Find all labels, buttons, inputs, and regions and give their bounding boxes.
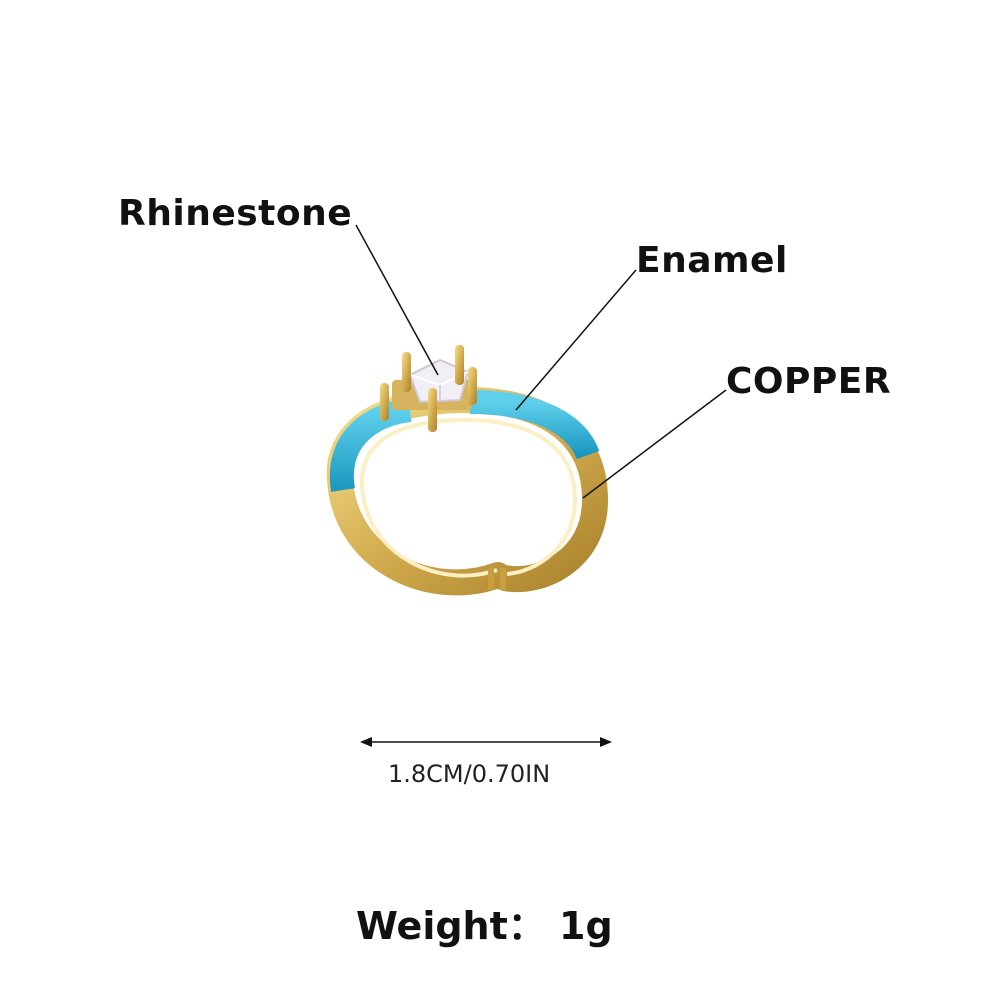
dimension-arrow (360, 737, 612, 747)
prong (455, 345, 464, 385)
band-highlight (359, 417, 578, 578)
band-gap-left (488, 568, 494, 590)
band-gap-right (500, 568, 506, 590)
dimension-label: 1.8CM/0.70IN (388, 760, 551, 788)
arrow-right-icon (600, 737, 612, 747)
prong (402, 352, 411, 392)
leader-line-copper (582, 389, 727, 499)
label-rhinestone: Rhinestone (118, 193, 353, 234)
prong (380, 383, 389, 421)
arrow-left-icon (360, 737, 372, 747)
enamel-left (329, 398, 412, 492)
label-enamel: Enamel (636, 240, 788, 281)
stone-setting (380, 345, 477, 432)
ring (326, 386, 609, 596)
leader-line-rhinestone (355, 224, 439, 376)
enamel-right (469, 390, 600, 460)
label-copper: COPPER (726, 361, 892, 402)
leader-line-enamel (515, 269, 637, 411)
weight-label: Weight： 1g (356, 904, 613, 948)
prong (428, 388, 437, 432)
prong (468, 367, 477, 405)
rhinestone-gem (408, 358, 470, 404)
